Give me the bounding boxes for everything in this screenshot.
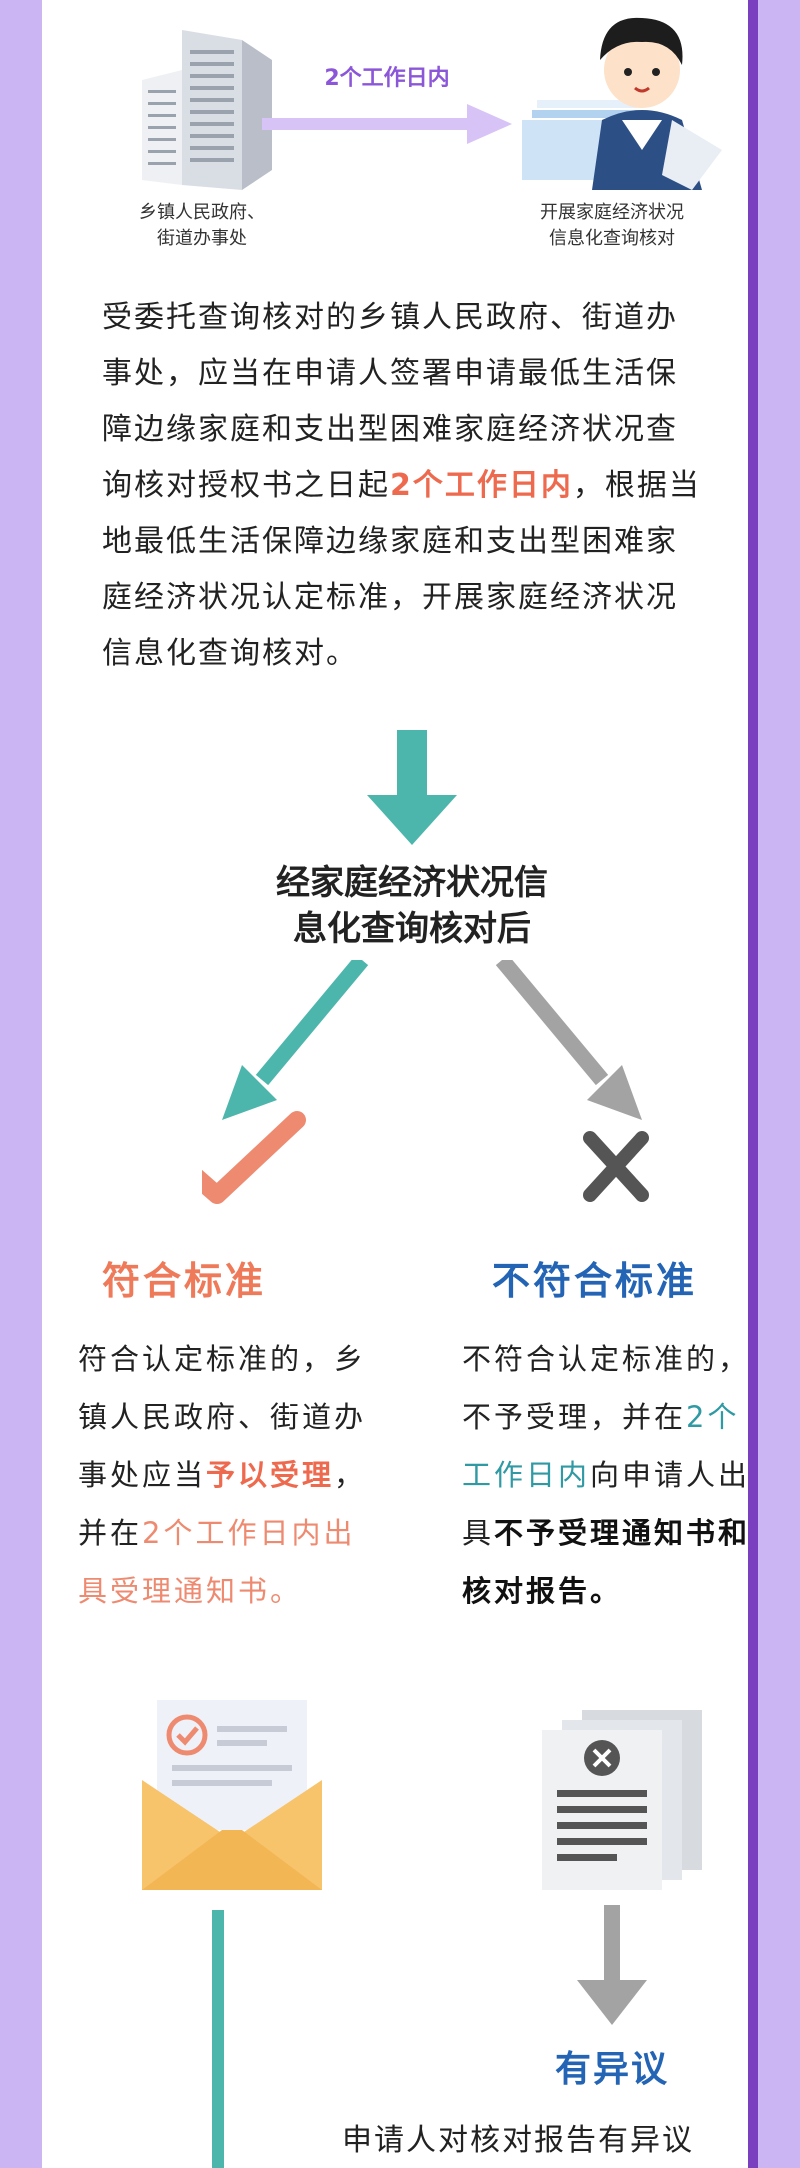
cross-icon xyxy=(583,1131,649,1202)
down-arrow-icon xyxy=(367,730,457,845)
meets-text-4: 2个工作日内出具受理通知书。 xyxy=(78,1516,356,1608)
objection-text: 申请人对核对报告有异议 xyxy=(342,2123,694,2158)
paragraph-part1: 受委托查询核对的乡镇人民政府、街道办事处，应当在申请人签署申请最低生活保障边缘家… xyxy=(102,300,678,503)
left-teal-arrow-icon xyxy=(222,960,369,1120)
content-panel: 2个工作日内 乡镇人民政府、 街道办事处 开展家庭经济状况 信息化查询核对 受委… xyxy=(42,0,748,2168)
right-gray-arrow-icon xyxy=(495,960,642,1120)
teal-connector-line xyxy=(212,1910,224,2168)
meets-standard-title: 符合标准 xyxy=(102,1259,267,1303)
building-caption-line2: 街道办事处 xyxy=(157,228,247,249)
person-caption-line1: 开展家庭经济状况 xyxy=(540,202,684,223)
envelope-icon xyxy=(142,1700,322,1890)
not-meet-text-3: 向申请人出具 xyxy=(462,1458,751,1550)
paragraph-part2: ，根据当地最低生活保障边缘家庭和支出型困难家庭经济状况认定标准，开展家庭经济状况… xyxy=(102,468,701,671)
branch-diagram xyxy=(202,960,649,1204)
down-gray-arrow-icon xyxy=(577,1905,647,2025)
building-icon xyxy=(142,30,272,190)
person-caption: 开展家庭经济状况 信息化查询核对 xyxy=(492,200,732,252)
not-meet-standard-title: 不符合标准 xyxy=(492,1259,698,1303)
person-with-documents-icon xyxy=(522,17,722,190)
meets-standard-text: 符合认定标准的，乡镇人民政府、街道办事处应当予以受理，并在2个工作日内出具受理通… xyxy=(78,1330,368,1620)
not-meet-text-days: 2个工作日内 xyxy=(462,1400,740,1492)
meets-text-highlight: 予以受理 xyxy=(206,1458,335,1492)
mid-title-line2: 息化查询核对后 xyxy=(293,909,531,949)
not-meet-standard-text: 不符合认定标准的，不予受理，并在2个工作日内向申请人出具不予受理通知书和核对报告… xyxy=(462,1330,752,1620)
days-label: 2个工作日内 xyxy=(324,66,450,91)
right-purple-border xyxy=(758,0,800,2168)
right-dark-purple-bar xyxy=(748,0,758,2168)
left-purple-border xyxy=(0,0,42,2168)
main-paragraph: 受委托查询核对的乡镇人民政府、街道办事处，应当在申请人签署申请最低生活保障边缘家… xyxy=(102,290,702,682)
building-caption: 乡镇人民政府、 街道办事处 xyxy=(102,200,302,252)
not-meet-text-1: 不符合认定标准的，不予受理，并在 xyxy=(462,1342,751,1434)
building-caption-line1: 乡镇人民政府、 xyxy=(139,202,265,223)
mid-title: 经家庭经济状况信 息化查询核对后 xyxy=(242,860,582,952)
objection-title: 有异议 xyxy=(554,2049,669,2090)
check-icon xyxy=(202,1111,306,1204)
paragraph-highlight: 2个工作日内 xyxy=(390,468,573,503)
meets-text-3: ，并在 xyxy=(78,1458,367,1550)
meets-text-1: 符合认定标准的，乡镇人民政府、街道办事处应当 xyxy=(78,1342,367,1492)
not-meet-text-bold: 不予受理通知书和核对报告。 xyxy=(462,1516,751,1608)
rejected-documents-icon xyxy=(542,1710,702,1890)
right-arrow-icon xyxy=(262,104,512,144)
mid-title-line1: 经家庭经济状况信 xyxy=(276,863,548,903)
person-caption-line2: 信息化查询核对 xyxy=(549,228,675,249)
